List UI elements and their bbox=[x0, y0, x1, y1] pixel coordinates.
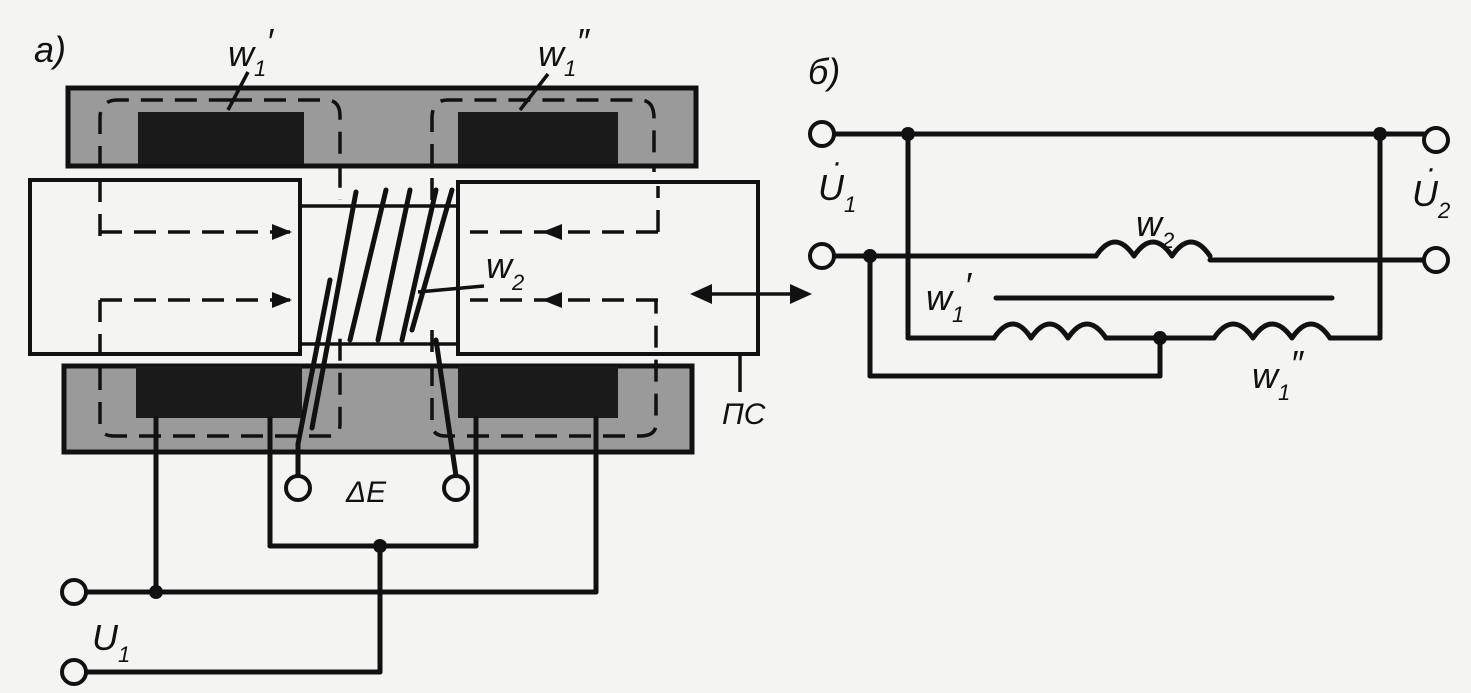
label-armature: ПС bbox=[722, 398, 766, 431]
wiring-b bbox=[829, 131, 1429, 379]
label-w1-prime: w1′ bbox=[228, 21, 274, 81]
coil-w1-prime bbox=[991, 321, 1109, 341]
flux-paths bbox=[98, 98, 660, 438]
junction-dot bbox=[1373, 127, 1387, 141]
output-terminal-right bbox=[442, 474, 470, 502]
panel-b-label: б) bbox=[808, 51, 840, 92]
label-u2-dot: U2 bbox=[1412, 173, 1450, 223]
figure-a: а) bbox=[28, 21, 812, 686]
winding-w1-double-prime-top bbox=[458, 112, 618, 164]
junction-dot bbox=[863, 249, 877, 263]
input-terminal-bottom bbox=[808, 242, 836, 270]
figure-b: б) · U1 bbox=[808, 51, 1450, 405]
label-w2: w2 bbox=[486, 245, 524, 295]
coil-w2 bbox=[1093, 239, 1213, 259]
winding-w1-double-prime-bottom bbox=[458, 366, 618, 418]
output-terminal-left bbox=[284, 474, 312, 502]
leader-w1-double-prime bbox=[518, 72, 550, 112]
junction-dot bbox=[1153, 331, 1167, 345]
leader-w2 bbox=[417, 284, 485, 294]
panel-a-label: а) bbox=[34, 29, 66, 70]
leader-w1-prime bbox=[226, 71, 250, 111]
junction-dot bbox=[901, 127, 915, 141]
winding-w1-prime-bottom bbox=[136, 366, 302, 418]
accent-u1: · bbox=[832, 146, 842, 179]
armature-left-block bbox=[28, 178, 302, 356]
output-terminal-top bbox=[1422, 126, 1450, 154]
label-u1-dot: U1 bbox=[818, 167, 856, 217]
label-delta-e: ΔE bbox=[345, 476, 387, 509]
label-w1-double-prime: w1″ bbox=[1252, 343, 1304, 405]
winding-w1-prime-top bbox=[138, 112, 304, 164]
movement-arrow bbox=[690, 284, 812, 304]
label-w1-double-prime: w1″ bbox=[538, 21, 590, 81]
secondary-coil-w2 bbox=[295, 187, 455, 447]
input-terminal-top bbox=[808, 120, 836, 148]
armature-right-block bbox=[456, 180, 760, 356]
input-terminal-bottom bbox=[60, 658, 88, 686]
junction-dot bbox=[373, 539, 387, 553]
label-u1: U1 bbox=[92, 617, 130, 667]
junction-dot bbox=[149, 585, 163, 599]
label-w1-prime: w1′ bbox=[926, 265, 972, 327]
input-terminal-top bbox=[60, 578, 88, 606]
label-w2: w2 bbox=[1136, 203, 1174, 253]
accent-u2: · bbox=[1426, 152, 1436, 185]
output-terminal-bottom bbox=[1422, 246, 1450, 274]
coil-w1-double-prime bbox=[1211, 321, 1333, 341]
